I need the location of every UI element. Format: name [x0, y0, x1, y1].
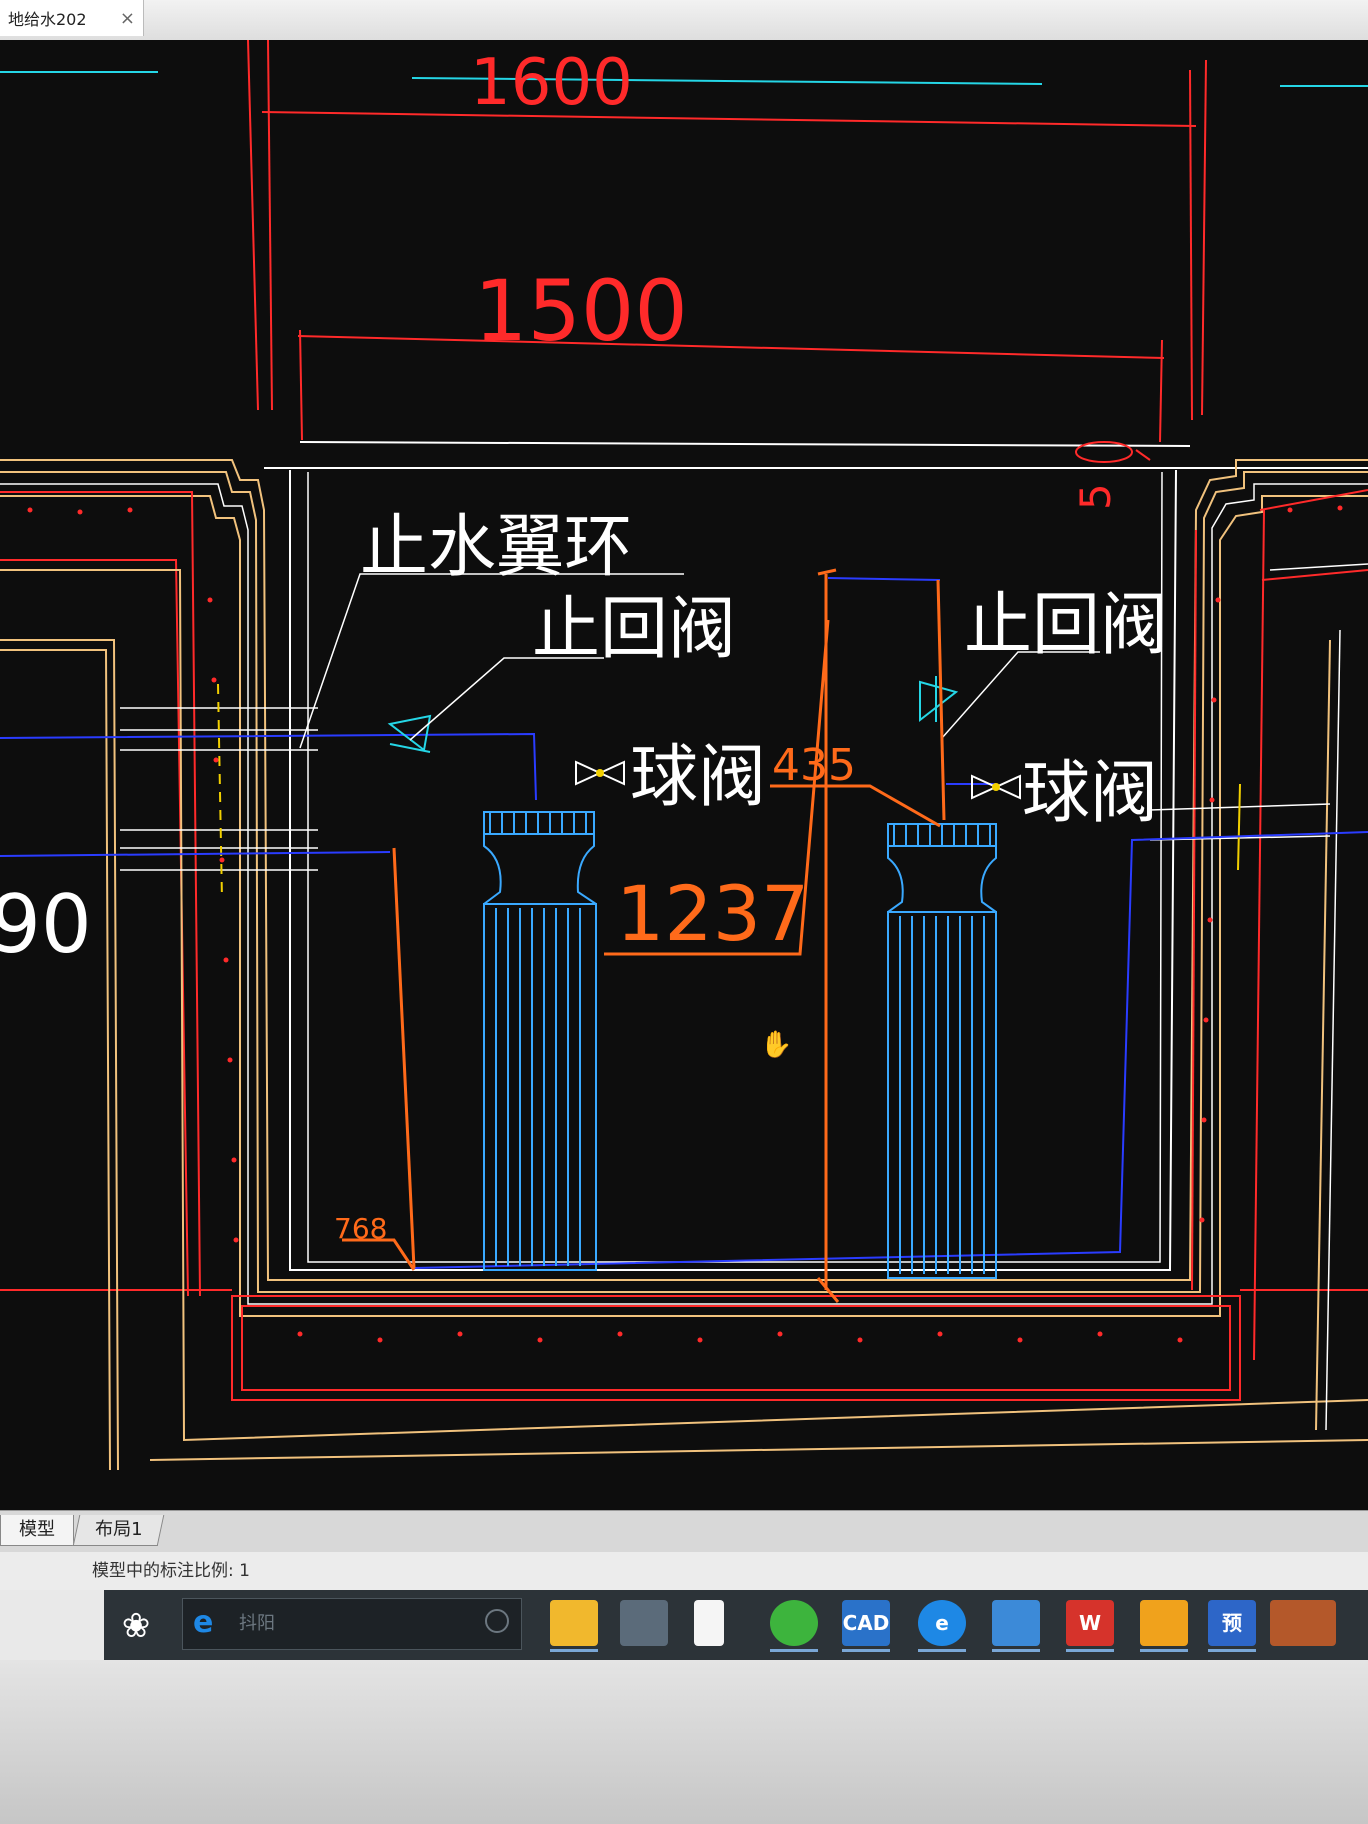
status-bar: 模型中的标注比例: 1	[0, 1552, 1368, 1590]
dimension-1600	[247, 40, 1207, 421]
filter-right	[887, 823, 997, 1279]
dimension-1500	[297, 329, 1165, 443]
filter-left	[483, 811, 597, 1271]
layout-tabs: 模型 布局1	[0, 1510, 1368, 1553]
file-tab[interactable]: 地给水202 ×	[0, 0, 144, 36]
dim-1500-text: 1500	[474, 262, 688, 360]
dim-435-text: 435	[772, 740, 856, 791]
ball-valve-right-label: 球阀	[1022, 754, 1158, 833]
cad-drawing-canvas[interactable]: 1600 1500 5 止水翼环 止回阀 止回阀 球阀 球阀 1237 435 …	[0, 40, 1368, 1510]
ball-valve-right-symbol	[971, 774, 1021, 800]
dim-5-text: 5	[1071, 483, 1120, 510]
ball-valve-left-symbol	[575, 760, 625, 786]
windows-start-icon[interactable]: ❀	[121, 1606, 151, 1646]
media-icon[interactable]	[1270, 1600, 1336, 1646]
archive-icon[interactable]	[992, 1600, 1040, 1652]
ball-valve-left-label: 球阀	[630, 738, 766, 817]
rebar-dots	[27, 505, 1343, 1343]
cad-icon-label: CAD	[842, 1611, 890, 1635]
search-placeholder: 抖阳	[239, 1613, 275, 1634]
hand-cursor-icon: ✋	[760, 1030, 793, 1060]
cyan-reference-line	[411, 77, 1043, 85]
cad-drawing: 1600 1500 5 止水翼环 止回阀 止回阀 球阀 球阀 1237 435 …	[0, 40, 1368, 1471]
red-frame	[0, 489, 1368, 1401]
blank-document-icon[interactable]	[694, 1600, 724, 1646]
check-valve-left-symbol	[387, 714, 432, 753]
monitor-bezel-bottom	[0, 1660, 1368, 1824]
cloud-icon[interactable]	[1140, 1600, 1188, 1652]
file-tab-title: 地给水202	[8, 10, 87, 29]
left-wall-penetration	[120, 707, 318, 871]
wps-icon[interactable]: W	[1066, 1600, 1114, 1652]
taskbar: ❀ e 抖阳 CAD e W 预	[0, 1590, 1368, 1660]
green-browser-icon[interactable]	[770, 1600, 818, 1652]
orange-lines	[342, 568, 946, 1303]
edge-icon-label: e	[935, 1611, 949, 1635]
check-valve-left-label: 止回阀	[532, 590, 736, 669]
wps-icon-label: W	[1078, 1611, 1102, 1635]
cad-icon[interactable]: CAD	[842, 1600, 890, 1652]
tab-model[interactable]: 模型	[0, 1515, 74, 1546]
waterstop-ring-label: 止水翼环	[360, 508, 632, 587]
annotation-scale-label: 模型中的标注比例: 1	[92, 1561, 250, 1581]
close-icon[interactable]: ×	[119, 7, 135, 29]
window-top-bar	[0, 0, 1368, 44]
edge-icon[interactable]: e	[918, 1600, 966, 1652]
preview-icon[interactable]: 预	[1208, 1600, 1256, 1652]
dim-768-text: 768	[334, 1212, 387, 1245]
dim-1237-text: 1237	[616, 869, 809, 958]
store-icon[interactable]	[620, 1600, 668, 1646]
search-icon	[485, 1609, 509, 1633]
leader-lines	[299, 573, 1100, 749]
tab-layout1-label: 布局1	[95, 1519, 143, 1540]
file-explorer-icon[interactable]	[550, 1600, 598, 1652]
preview-icon-label: 预	[1222, 1611, 1242, 1635]
ie-icon: e	[193, 1605, 214, 1640]
search-input[interactable]: e 抖阳	[182, 1598, 522, 1650]
check-valve-right-symbol	[919, 676, 959, 723]
taskbar-left-area	[0, 1590, 104, 1660]
left-wall	[0, 459, 1368, 1317]
dim-1600-text: 1600	[470, 46, 633, 120]
tab-layout1[interactable]: 布局1	[72, 1515, 165, 1546]
check-valve-right-label: 止回阀	[964, 586, 1168, 665]
dim-90-text: 90	[0, 878, 92, 971]
outer-wall	[0, 569, 1368, 1471]
